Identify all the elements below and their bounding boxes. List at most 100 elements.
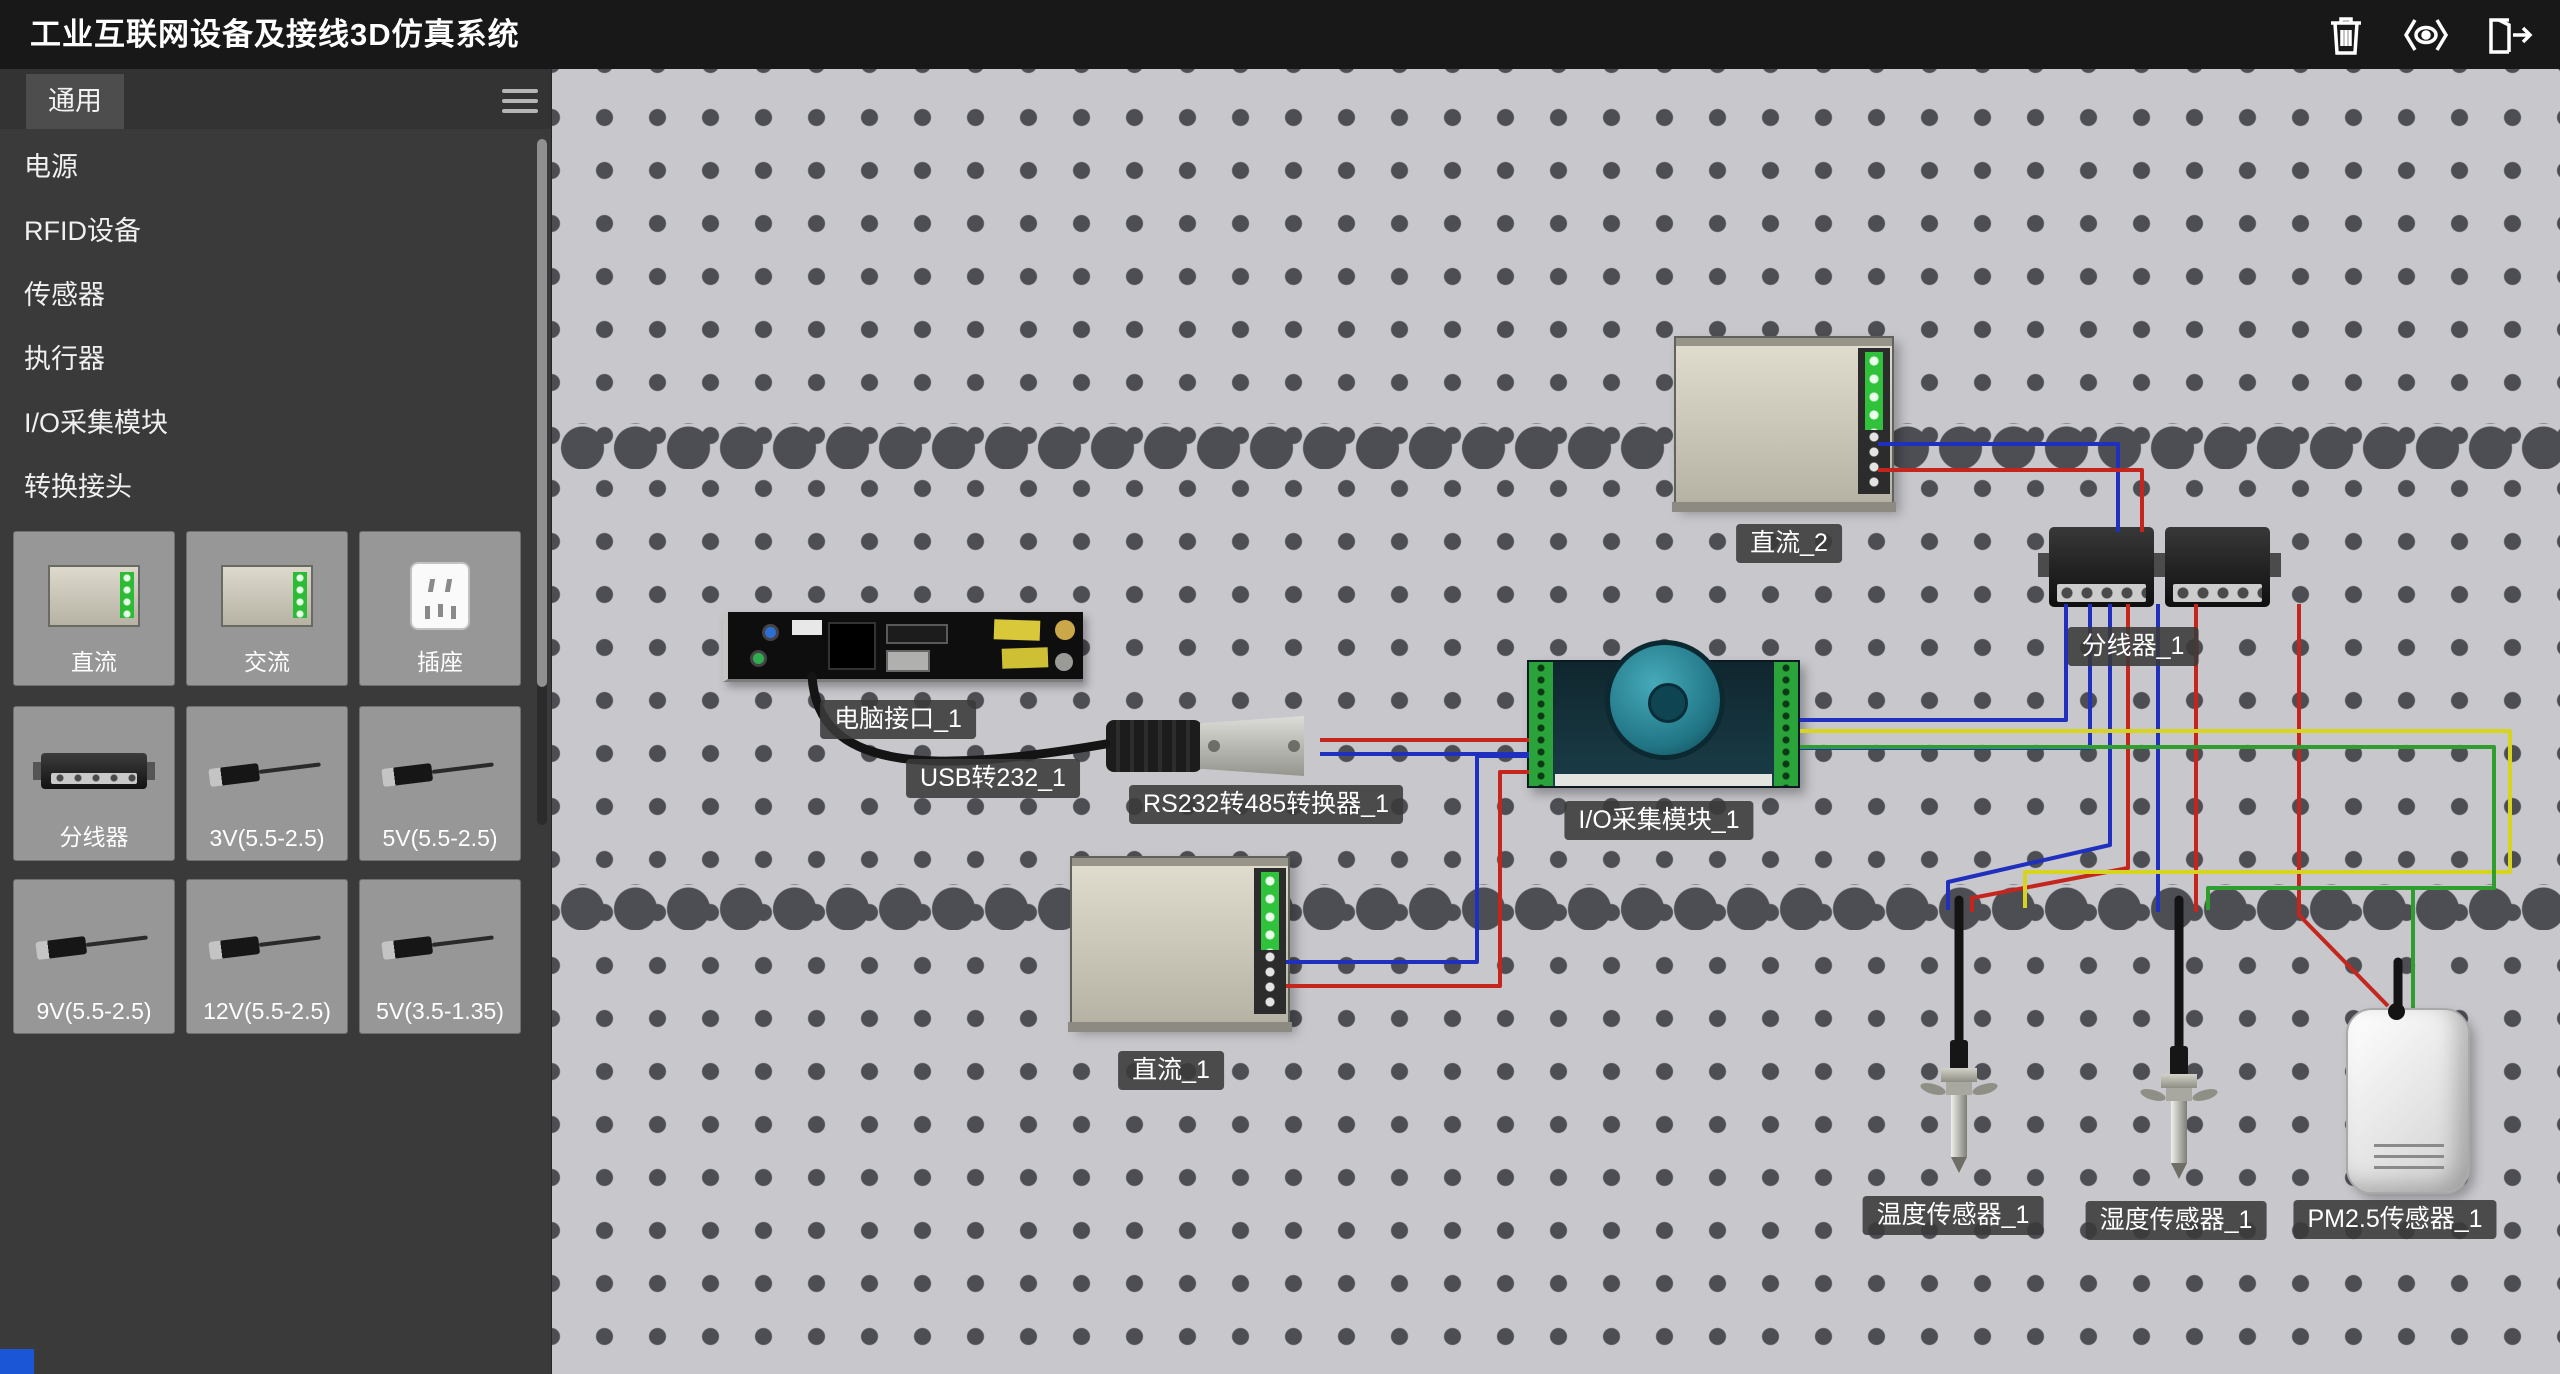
- pegboard-band-bottom: [552, 884, 2560, 930]
- device-label-pm25: PM2.5传感器_1: [2293, 1200, 2497, 1239]
- category-actuators[interactable]: 执行器: [24, 344, 105, 374]
- plug-icon: [372, 913, 509, 975]
- io-terminal-strip-left: [1529, 662, 1553, 786]
- device-pc-interface-1[interactable]: [723, 612, 1083, 682]
- device-humidity-sensor-1[interactable]: [2139, 1046, 2219, 1196]
- category-adapters[interactable]: 转换接头: [24, 472, 132, 502]
- device-label-dc2: 直流_2: [1736, 524, 1842, 563]
- mount-tab: [2038, 553, 2049, 577]
- palette-item-12v[interactable]: 12V(5.5-2.5): [186, 879, 348, 1034]
- screw-terminals: [2173, 584, 2262, 602]
- device-io-module-1[interactable]: [1527, 640, 1800, 788]
- plug-icon: [199, 913, 336, 975]
- db9-screw-left: [1208, 740, 1220, 752]
- db9-screw-right: [1288, 740, 1300, 752]
- io-base-strip: [1555, 774, 1772, 786]
- screw-terminals: [2057, 584, 2146, 602]
- pegboard-band-top: [552, 423, 2560, 469]
- white-connector: [792, 620, 822, 635]
- gold-connector: [1055, 620, 1075, 640]
- preview-eye-icon[interactable]: [2398, 7, 2454, 63]
- palette-item-5v-135[interactable]: 5V(3.5-1.35): [359, 879, 521, 1034]
- palette-item-ac[interactable]: 交流: [186, 531, 348, 686]
- plug-icon: [372, 740, 509, 802]
- audio-jack-blue: [762, 624, 779, 641]
- usb-molded-connector: [1106, 720, 1202, 772]
- palette-item-socket[interactable]: 插座: [359, 531, 521, 686]
- pm25-vents: [2374, 1144, 2444, 1172]
- sidebar-scrollbar: [537, 139, 547, 825]
- io-round-top: [1605, 640, 1725, 760]
- label-sticker-2: [1001, 647, 1049, 669]
- probe-wing-left: [1919, 1080, 1947, 1098]
- device-label-usb232: USB转232_1: [906, 759, 1080, 798]
- device-label-io: I/O采集模块_1: [1564, 801, 1754, 840]
- plug-icon: [26, 913, 163, 975]
- splitter-module-2: [2154, 527, 2281, 607]
- probe-body: [1951, 1095, 1967, 1157]
- probe-wing-left: [2139, 1086, 2167, 1104]
- device-dc-power-2[interactable]: [1672, 336, 1896, 512]
- usb-port-block: [828, 622, 876, 670]
- corner-badge: [0, 1349, 34, 1374]
- device-label-temp: 温度传感器_1: [1862, 1196, 2044, 1235]
- device-label-humidity: 湿度传感器_1: [2085, 1201, 2267, 1240]
- category-list: 电源 RFID设备 传感器 执行器 I/O采集模块 转换接头: [0, 135, 536, 519]
- category-io-modules[interactable]: I/O采集模块: [24, 408, 169, 438]
- plug-icon: [199, 740, 336, 802]
- probe-collar: [2166, 1088, 2192, 1101]
- socket-icon: [410, 562, 470, 630]
- device-label-pc: 电脑接口_1: [820, 700, 976, 739]
- ac-power-icon: [221, 565, 313, 627]
- probe-cable-gland: [1950, 1040, 1968, 1070]
- probe-body: [2171, 1101, 2187, 1163]
- probe-hex-nut: [2161, 1074, 2197, 1088]
- palette-item-dc[interactable]: 直流: [13, 531, 175, 686]
- psu-terminal-block: [1254, 868, 1286, 1014]
- psu-terminal-holes: [1869, 430, 1879, 488]
- menu-icon[interactable]: [502, 89, 538, 113]
- category-power[interactable]: 电源: [24, 152, 78, 182]
- sidebar-scrollbar-thumb[interactable]: [537, 139, 547, 687]
- serial-port: [886, 624, 948, 644]
- label-sticker-1: [993, 619, 1041, 641]
- palette-item-3v[interactable]: 3V(5.5-2.5): [186, 706, 348, 861]
- device-label-dc1: 直流_1: [1118, 1051, 1224, 1090]
- psu-terminal-holes: [1265, 950, 1275, 1008]
- device-splitter-1[interactable]: [2038, 527, 2281, 607]
- mount-tab: [2270, 553, 2281, 577]
- component-sidebar: 通用 电源 RFID设备 传感器 执行器 I/O采集模块 转换接头 直流 交流 …: [0, 69, 552, 1374]
- splitter-icon: [33, 753, 147, 789]
- psu-green-connector: [1261, 872, 1279, 950]
- psu-terminal-block: [1858, 348, 1890, 494]
- device-pm25-sensor-1[interactable]: [2346, 1003, 2470, 1194]
- palette-item-9v[interactable]: 9V(5.5-2.5): [13, 879, 175, 1034]
- delete-icon[interactable]: [2318, 7, 2374, 63]
- probe-cable-gland: [2170, 1046, 2188, 1076]
- app-title: 工业互联网设备及接线3D仿真系统: [30, 17, 520, 52]
- tab-general[interactable]: 通用: [26, 74, 124, 129]
- top-bar: 工业互联网设备及接线3D仿真系统: [0, 0, 2560, 69]
- category-sensors[interactable]: 传感器: [24, 280, 105, 310]
- category-rfid[interactable]: RFID设备: [24, 216, 141, 246]
- audio-jack-green: [750, 650, 767, 667]
- palette-item-5v[interactable]: 5V(5.5-2.5): [359, 706, 521, 861]
- palette-item-splitter[interactable]: 分线器: [13, 706, 175, 861]
- device-label-rs232-485: RS232转485转换器_1: [1129, 785, 1403, 824]
- splitter-module-1: [2038, 527, 2165, 607]
- probe-hex-nut: [1941, 1068, 1977, 1082]
- pm25-cable-entry: [2388, 1003, 2405, 1020]
- probe-tip: [1951, 1157, 1967, 1173]
- device-dc-power-1[interactable]: [1068, 856, 1292, 1032]
- device-label-splitter: 分线器_1: [2067, 627, 2199, 666]
- exit-icon[interactable]: [2478, 7, 2534, 63]
- psu-green-connector: [1865, 352, 1883, 430]
- vga-port: [886, 650, 930, 672]
- device-temp-sensor-1[interactable]: [1919, 1040, 1999, 1190]
- silver-connector: [1055, 653, 1073, 671]
- dc-power-icon: [48, 565, 140, 627]
- device-usb-rs232-converter[interactable]: [1106, 712, 1322, 784]
- io-terminal-strip-right: [1774, 662, 1798, 786]
- probe-collar: [1946, 1082, 1972, 1095]
- mount-tab: [2154, 553, 2165, 577]
